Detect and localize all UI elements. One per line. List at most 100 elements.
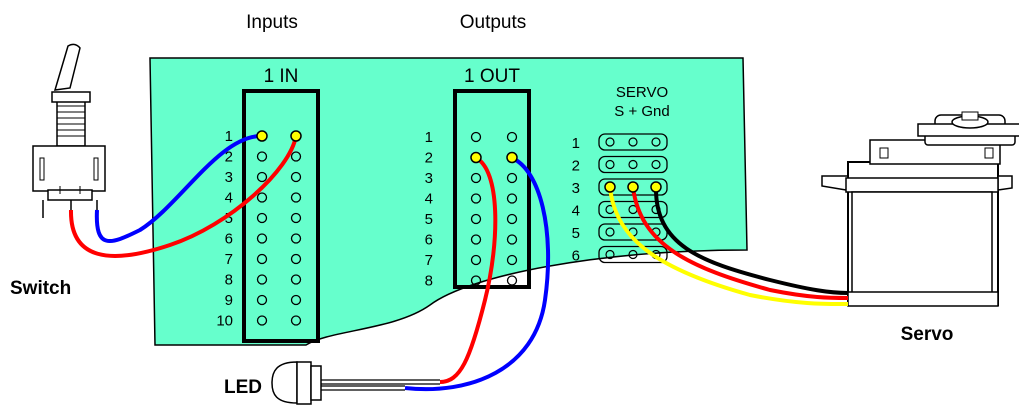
outputs-label: Outputs	[460, 12, 527, 33]
switch-blue-wire	[94, 133, 263, 243]
input-pin	[256, 151, 268, 162]
active-pin-markers	[256, 130, 662, 193]
led-label: LED	[224, 377, 262, 398]
inputs-label: Inputs	[246, 12, 298, 33]
output-pin	[470, 275, 482, 286]
output-row-number: 2	[425, 150, 433, 167]
output-pin	[506, 131, 518, 143]
switch-label: Switch	[10, 278, 71, 299]
servo-row-number: 4	[572, 203, 580, 220]
output-pins	[470, 131, 518, 286]
servo-row-number: 6	[572, 248, 580, 265]
output-pin	[470, 172, 482, 184]
servo-row-number: 2	[572, 158, 580, 175]
input-pin	[256, 192, 268, 203]
input-pin	[256, 294, 268, 306]
connected-pin	[470, 151, 482, 164]
output-pin	[506, 254, 518, 266]
servo-row-number: 1	[572, 135, 580, 152]
output-row-number: 6	[425, 232, 433, 249]
in-header-label: 1 IN	[264, 66, 299, 87]
input-row-number: 4	[225, 190, 233, 207]
output-row-number: 4	[425, 191, 433, 208]
input-pin	[290, 294, 302, 306]
output-row-number: 7	[425, 252, 433, 269]
input-connector	[242, 89, 320, 343]
input-pin	[256, 253, 268, 265]
input-pin	[290, 274, 302, 285]
connected-pin	[290, 130, 302, 142]
servo-yellow-wire	[608, 186, 849, 307]
output-pin	[506, 234, 518, 245]
servo-pin	[605, 227, 615, 237]
input-pin	[256, 315, 268, 326]
output-pin	[470, 213, 482, 225]
input-row-number: 2	[225, 149, 233, 166]
output-pin	[506, 172, 518, 184]
output-connector	[453, 89, 531, 289]
input-row-number: 10	[216, 313, 233, 330]
connected-pin	[604, 181, 616, 193]
servo-red-wire	[631, 186, 849, 300]
servo-header-block	[598, 133, 668, 151]
servo-pin	[605, 137, 615, 147]
output-row-number: 5	[425, 211, 433, 228]
output-row-number: 8	[425, 273, 433, 290]
input-row-number: 5	[225, 210, 233, 227]
input-row-number: 6	[225, 231, 233, 248]
input-row-number: 9	[225, 292, 233, 309]
output-pin	[506, 275, 518, 286]
input-pin	[290, 151, 302, 162]
servo-black-wire	[653, 186, 849, 295]
servo-header-label: SERVO	[616, 84, 668, 101]
servo-pin	[651, 159, 661, 170]
output-pin	[506, 193, 518, 204]
toggle-switch	[32, 43, 106, 218]
output-pin	[470, 131, 482, 143]
servo-pin	[605, 159, 615, 170]
circuit-board	[149, 57, 748, 346]
connected-pin	[506, 151, 518, 164]
servo-pins-label: S + Gnd	[614, 103, 669, 120]
input-pin	[290, 253, 302, 265]
servo-header-block	[598, 245, 668, 264]
servo-row-number: 3	[572, 180, 580, 197]
output-pin	[470, 254, 482, 266]
input-pin	[290, 171, 302, 183]
servo-row-numbers: 1 2 3 4 5 6	[572, 135, 580, 265]
output-row-number: 3	[425, 170, 433, 187]
input-pin	[290, 315, 302, 326]
servo-pin	[628, 249, 638, 260]
input-pin	[290, 233, 302, 244]
servo-header-block	[598, 155, 668, 174]
input-pin	[256, 171, 268, 183]
output-pin	[506, 213, 518, 225]
output-pin	[470, 234, 482, 245]
servo-motor	[821, 111, 1019, 307]
servo-pin	[628, 159, 638, 170]
input-pin	[290, 212, 302, 224]
connected-pin	[256, 130, 268, 142]
led-blue-wire	[404, 156, 551, 392]
servo-pin	[628, 137, 638, 147]
input-pin	[256, 233, 268, 244]
connected-pin	[627, 181, 639, 193]
input-pin	[256, 212, 268, 224]
servo-row-number: 5	[572, 225, 580, 242]
servo-pin	[651, 137, 661, 147]
input-pin	[256, 274, 268, 285]
connected-pin	[650, 181, 662, 193]
out-header-label: 1 OUT	[464, 66, 520, 87]
led-component	[271, 361, 440, 405]
led-red-wire	[439, 156, 498, 384]
input-row-number: 1	[225, 128, 233, 145]
output-pin	[470, 193, 482, 204]
input-row-number: 3	[225, 169, 233, 186]
input-pin	[290, 192, 302, 203]
input-row-number: 7	[225, 251, 233, 268]
servo-label: Servo	[901, 324, 954, 345]
wires	[68, 133, 849, 392]
